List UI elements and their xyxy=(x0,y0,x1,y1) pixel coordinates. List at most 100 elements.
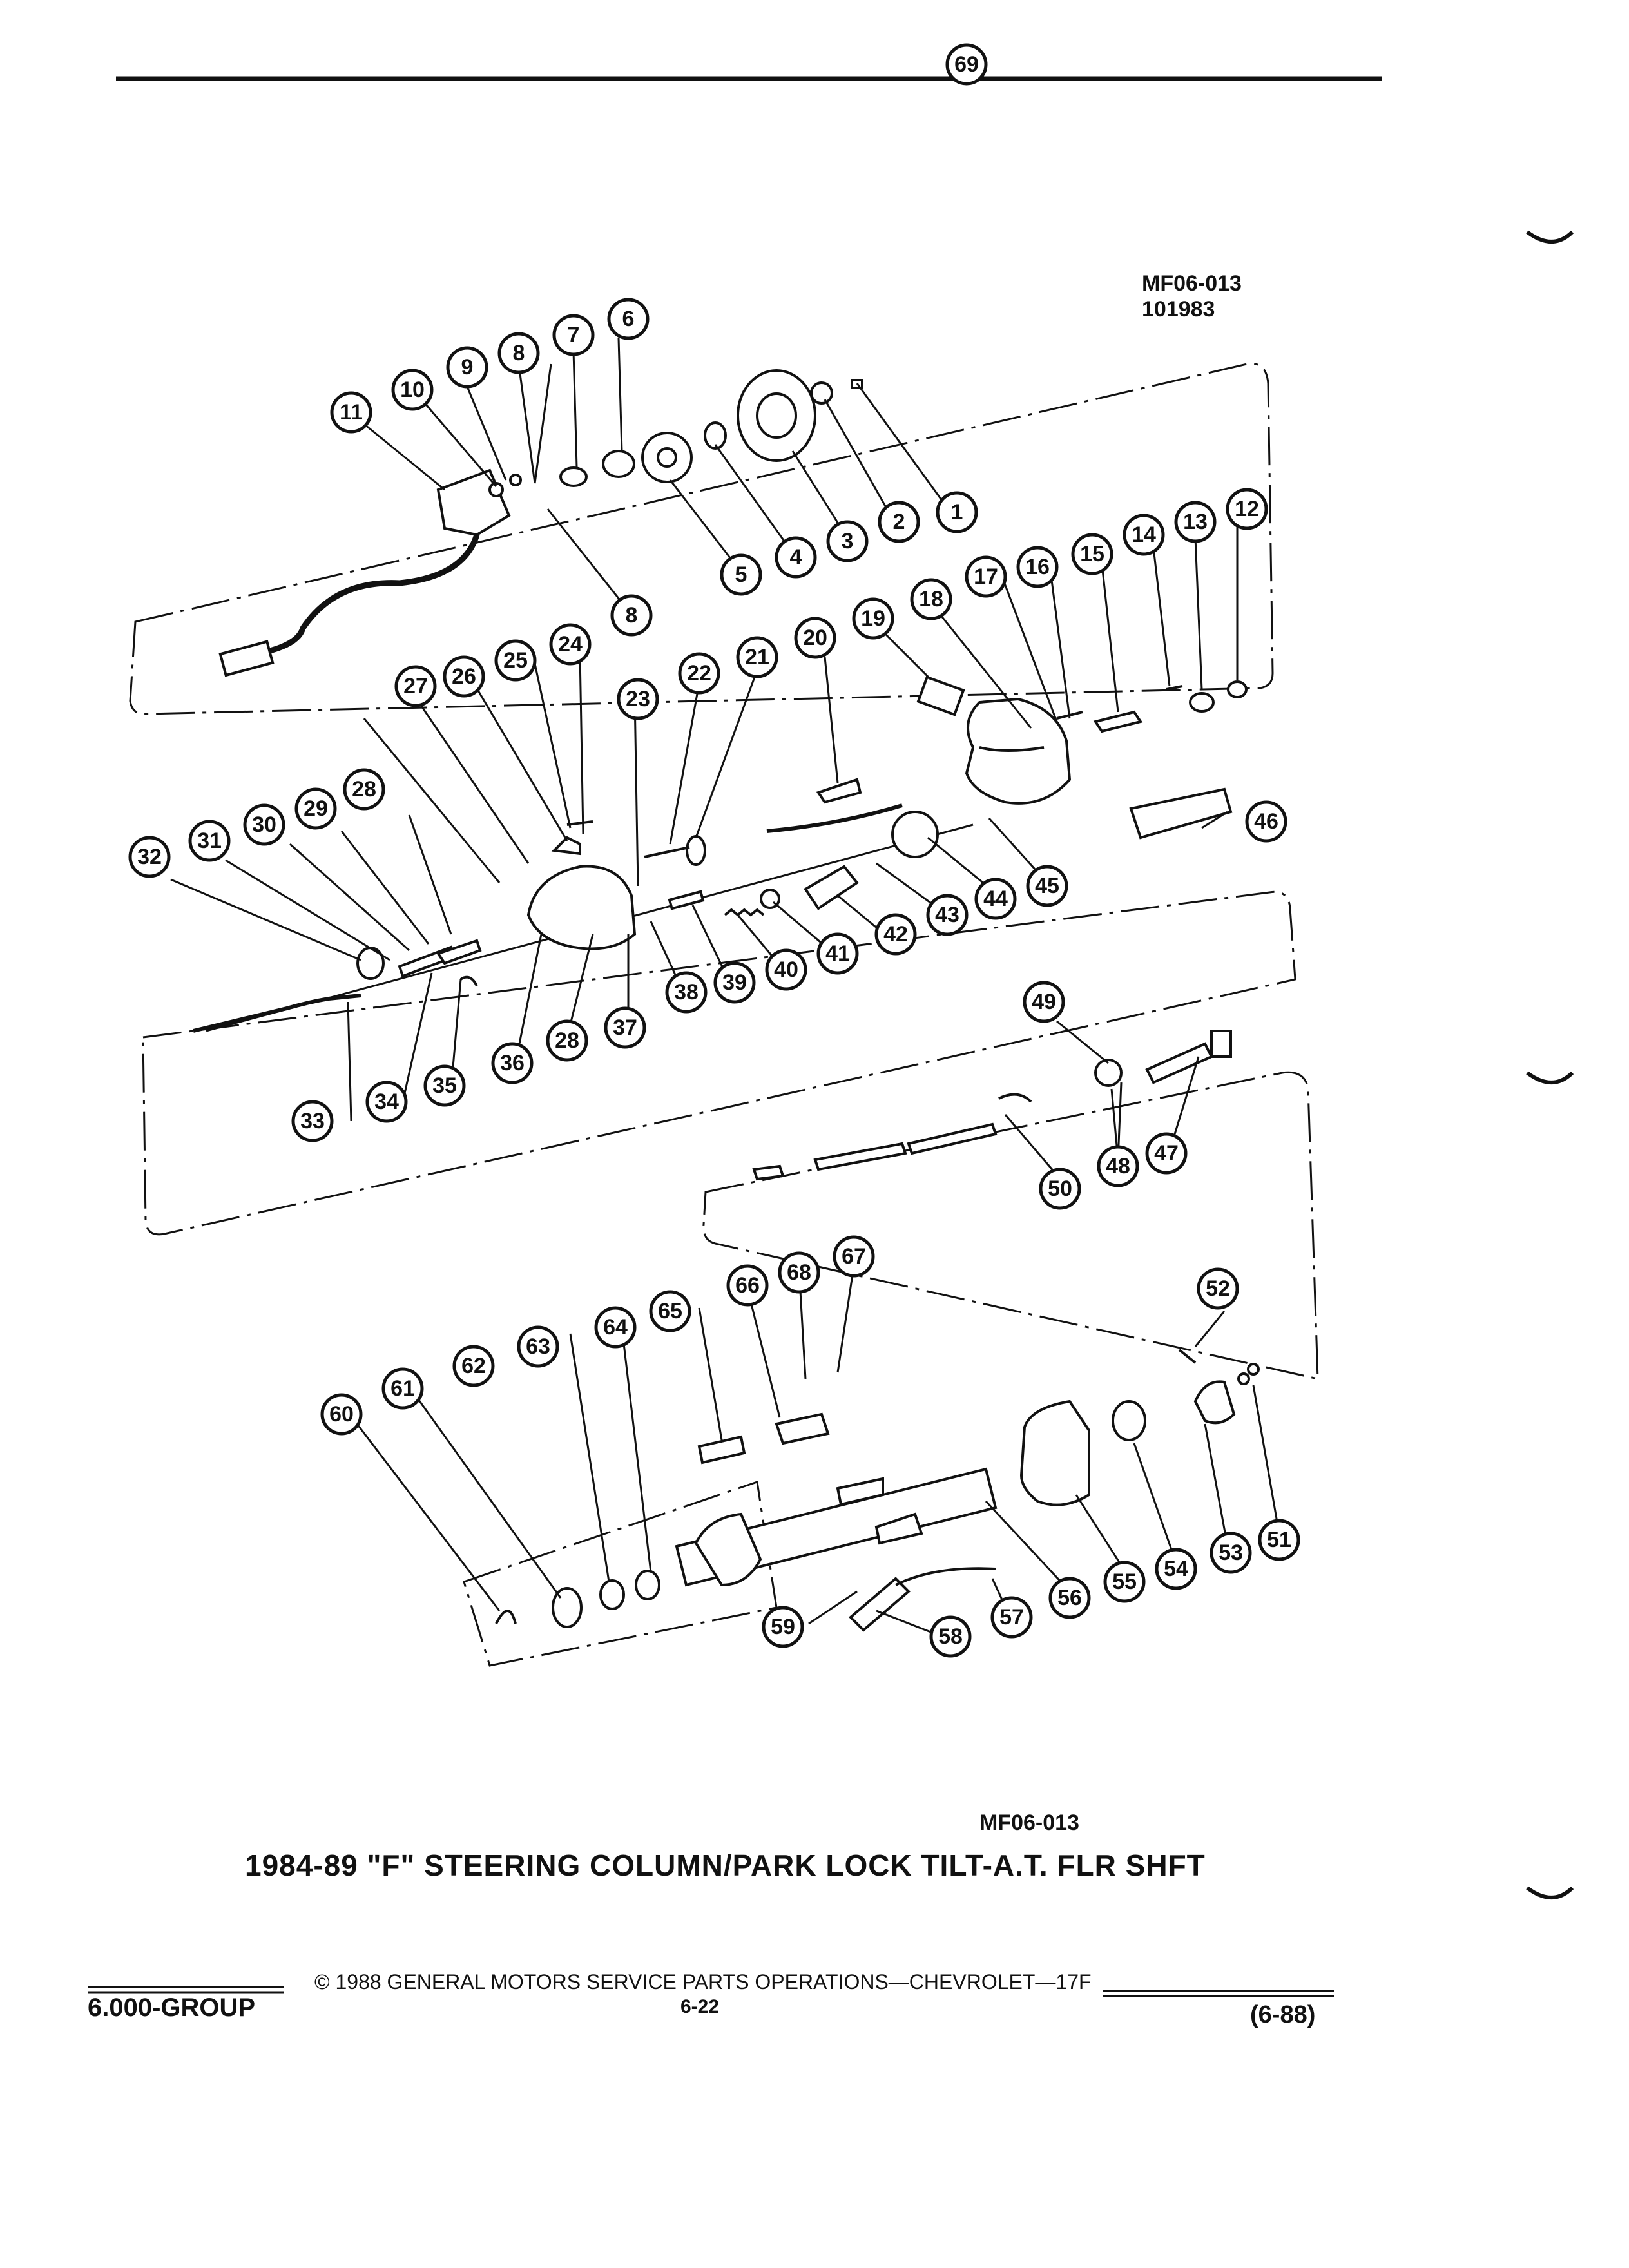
callout-66: 66 xyxy=(726,1264,769,1307)
callout-circle xyxy=(394,665,437,707)
callout-43: 43 xyxy=(926,894,969,936)
callout-55: 55 xyxy=(1103,1561,1146,1603)
callout-label: 12 xyxy=(1235,497,1259,521)
callout-circle xyxy=(1071,533,1113,575)
binder-mark xyxy=(1526,1886,1574,1899)
callout-label: 49 xyxy=(1032,990,1056,1014)
callout-circle xyxy=(343,768,385,811)
callout-circle xyxy=(794,617,836,659)
callout-circle xyxy=(452,1345,495,1387)
callout-circle xyxy=(816,932,859,975)
callout-label: 54 xyxy=(1164,1557,1188,1581)
callout-circle xyxy=(552,314,595,356)
callout-label: 42 xyxy=(883,922,908,947)
callout-label: 45 xyxy=(1035,874,1059,898)
footer-copyright: © 1988 GENERAL MOTORS SERVICE PARTS OPER… xyxy=(314,1970,1092,1994)
callout-circle xyxy=(1155,1548,1197,1590)
callout-circle xyxy=(945,43,988,86)
callout-circle xyxy=(381,1367,424,1410)
callout-circle xyxy=(1226,488,1268,530)
callout-label: 63 xyxy=(526,1334,550,1359)
binder-mark xyxy=(1526,230,1574,244)
callout-56: 56 xyxy=(1048,1577,1091,1619)
callout-label: 67 xyxy=(842,1244,866,1269)
callout-circle xyxy=(1048,1577,1091,1619)
callout-3: 3 xyxy=(826,520,869,562)
callout-circle xyxy=(926,894,969,936)
callout-label: 7 xyxy=(568,323,580,347)
callout-label: 38 xyxy=(674,980,699,1004)
callout-59: 59 xyxy=(762,1606,804,1648)
callout-circle xyxy=(826,520,869,562)
callout-15: 15 xyxy=(1071,533,1113,575)
callout-24: 24 xyxy=(549,623,592,666)
callout-layer: 1234567889101112131415161718192021222324… xyxy=(128,43,1300,1658)
callout-4: 4 xyxy=(775,536,817,579)
callout-circle xyxy=(1174,501,1217,543)
callout-label: 9 xyxy=(461,355,474,380)
callout-label: 5 xyxy=(735,562,747,587)
callout-52: 52 xyxy=(1197,1267,1239,1310)
callout-label: 26 xyxy=(452,664,476,689)
callout-label: 55 xyxy=(1112,1570,1137,1594)
callout-label: 50 xyxy=(1048,1177,1072,1201)
callout-35: 35 xyxy=(423,1064,466,1107)
callout-37: 37 xyxy=(604,1006,646,1049)
callout-21: 21 xyxy=(736,636,778,678)
callout-7: 7 xyxy=(552,314,595,356)
callout-label: 61 xyxy=(390,1376,415,1401)
callout-circle xyxy=(775,536,817,579)
callout-circle xyxy=(1039,1168,1081,1210)
callout-34: 34 xyxy=(365,1081,408,1123)
callout-label: 32 xyxy=(137,845,162,869)
callout-28: 28 xyxy=(343,768,385,811)
callout-10: 10 xyxy=(391,369,434,411)
callout-13: 13 xyxy=(1174,501,1217,543)
callout-67: 67 xyxy=(833,1235,875,1278)
callout-label: 44 xyxy=(983,887,1008,911)
callout-25: 25 xyxy=(494,639,537,682)
callout-circle xyxy=(965,555,1007,598)
callout-circle xyxy=(1123,514,1165,556)
callout-label: 24 xyxy=(558,632,583,657)
callout-44: 44 xyxy=(974,878,1017,920)
callout-48: 48 xyxy=(1097,1145,1139,1187)
callout-label: 29 xyxy=(304,796,328,821)
callout-64: 64 xyxy=(594,1306,637,1349)
callout-label: 43 xyxy=(935,903,959,927)
callout-label: 65 xyxy=(658,1299,682,1323)
callout-circle xyxy=(1023,981,1065,1023)
callout-label: 64 xyxy=(603,1315,628,1340)
callout-label: 10 xyxy=(400,378,425,402)
callout-circle xyxy=(494,639,537,682)
frame-upper xyxy=(129,362,1274,715)
callout-label: 37 xyxy=(613,1015,637,1040)
callout-circle xyxy=(929,1615,972,1658)
callout-65: 65 xyxy=(649,1290,691,1332)
callout-label: 22 xyxy=(687,661,711,686)
callout-circle xyxy=(665,971,708,1014)
callout-label: 6 xyxy=(622,307,635,331)
callout-46: 46 xyxy=(1245,800,1287,843)
callout-circle xyxy=(594,1306,637,1349)
callout-32: 32 xyxy=(128,836,171,878)
callout-14: 14 xyxy=(1123,514,1165,556)
callout-label: 18 xyxy=(919,587,943,611)
group-frames xyxy=(129,362,1319,1667)
callout-label: 28 xyxy=(352,777,376,802)
callout-2: 2 xyxy=(878,501,920,543)
callout-label: 4 xyxy=(790,545,802,570)
callout-label: 60 xyxy=(329,1402,354,1427)
callout-label: 1 xyxy=(951,500,963,524)
callout-circle xyxy=(720,553,762,596)
callout-16: 16 xyxy=(1016,546,1059,588)
callout-circle xyxy=(1016,546,1059,588)
callout-label: 57 xyxy=(999,1605,1024,1629)
diagram-title: 1984-89 "F" STEERING COLUMN/PARK LOCK TI… xyxy=(245,1849,1206,1882)
callout-circle xyxy=(762,1606,804,1648)
callout-label: 3 xyxy=(842,529,854,553)
callout-circle xyxy=(517,1325,559,1368)
callout-circle xyxy=(391,369,434,411)
callout-label: 40 xyxy=(774,957,798,982)
